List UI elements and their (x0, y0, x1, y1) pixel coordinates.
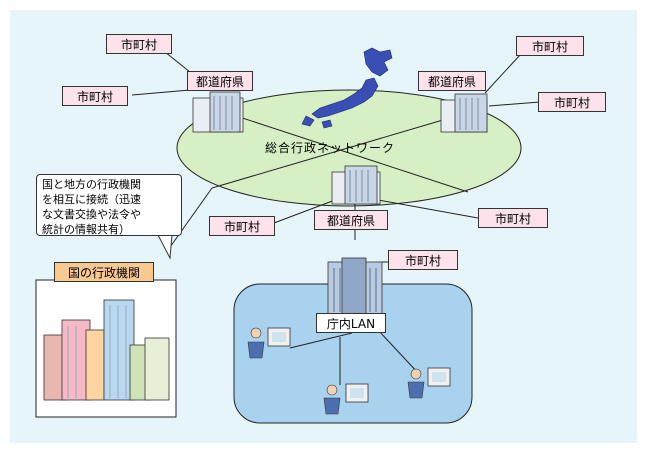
building-icon (192, 91, 244, 133)
prefecture-label-right: 都道府県 (418, 71, 486, 91)
municipality-label-left: 市町村 (62, 86, 128, 106)
municipality-label-top-right: 市町村 (516, 36, 584, 56)
municipality-label-bottom: 市町村 (388, 250, 458, 270)
callout-tail (157, 234, 173, 260)
prefecture-label-center: 都道府県 (314, 210, 388, 230)
callout-line: 国と地方の行政機関 (42, 178, 141, 191)
computer-terminal-icon (247, 327, 291, 359)
municipality-label-top-left: 市町村 (106, 34, 172, 54)
prefecture-label-left: 都道府県 (187, 71, 253, 91)
callout-line: な文書交換や法令や (42, 208, 141, 221)
municipality-label-center-right: 市町村 (478, 208, 548, 228)
city-skyline-icon (43, 299, 170, 401)
building-icon (440, 93, 488, 133)
computer-terminal-icon (407, 367, 451, 399)
lan-label: 庁内LAN (316, 313, 386, 333)
network-title: 総合行政ネットワーク (265, 141, 396, 155)
building-icon (331, 165, 381, 205)
callout-line: を相互に接続（迅速 (42, 193, 141, 206)
japan-map-icon (301, 47, 393, 129)
municipality-label-center-left: 市町村 (209, 216, 275, 236)
callout-line: 統計の情報共有） (42, 223, 130, 236)
computer-terminal-icon (323, 383, 369, 415)
office-tower-icon (327, 257, 383, 315)
national-agency-label: 国の行政機関 (54, 262, 154, 282)
callout-box: 国と地方の行政機関 を相互に接続（迅速 な文書交換や法令や 統計の情報共有） (36, 174, 182, 236)
municipality-label-right: 市町村 (538, 92, 606, 112)
